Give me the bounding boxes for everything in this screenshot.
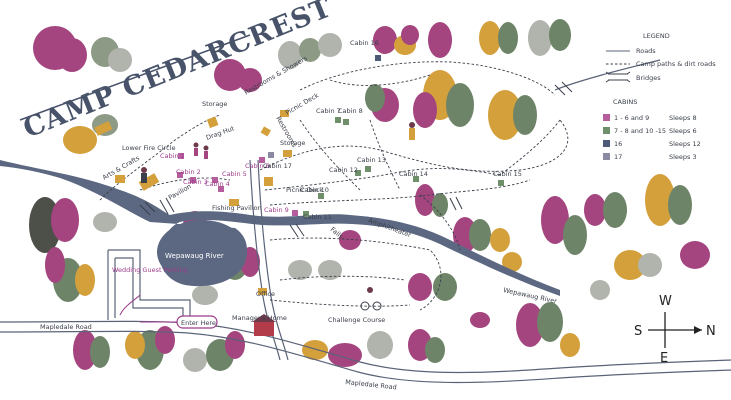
- cabin-label-15: Cabin 15: [493, 170, 522, 178]
- legend-range-1: 1 - 6 and 9: [614, 114, 649, 122]
- compass-north: N: [706, 324, 716, 339]
- cabin-labels: Cabin 1 Cabin 2 Cabin 3 Cabin 4 Cabin 5 …: [160, 39, 522, 221]
- cabin-label-7: Cabin 7: [316, 107, 341, 115]
- label-fishing-pavilion: Fishing Pavilion: [212, 204, 262, 212]
- legend-heading: LEGEND: [643, 32, 670, 40]
- legend-range-2: 7 - 8 and 10 -15: [614, 127, 666, 135]
- compass-east: E: [660, 351, 668, 366]
- tree-clusters: [29, 19, 710, 372]
- label-storage-2: Storage: [280, 139, 305, 147]
- legend-range-3: 16: [614, 140, 622, 148]
- cabin-label-16: Cabin 16: [350, 39, 379, 47]
- label-managers-home: Manager's Home: [232, 314, 287, 322]
- cabin-label-11: Cabin 11: [303, 213, 332, 221]
- label-mapledale-road-2: Mapledale Road: [345, 378, 397, 391]
- wepawaug-river: [0, 160, 560, 296]
- cabin-label-13: Cabin 13: [357, 156, 386, 164]
- cabin-label-6: Cabin 6: [245, 162, 270, 170]
- cabin-label-12: Cabin 12: [329, 166, 358, 174]
- cabin-markers: [177, 55, 504, 217]
- legend-sleeps-4: Sleeps 3: [669, 153, 697, 161]
- cabin-label-5: Cabin 5: [222, 170, 247, 178]
- camp-paths: [99, 61, 569, 311]
- cabin-label-3: Cabin 3: [183, 178, 208, 186]
- roads: [0, 59, 731, 384]
- cabin-label-10: Cabin 10: [300, 186, 329, 194]
- cabin-label-8: Cabin 8: [338, 107, 363, 115]
- compass-rose: W S N E: [634, 294, 716, 366]
- label-picnic-deck-1: Picnic Deck: [284, 91, 320, 117]
- legend-cabins-heading: CABINS: [613, 98, 637, 106]
- cabin-label-9: Cabin 9: [264, 206, 289, 214]
- label-office: Office: [256, 290, 275, 298]
- legend-sleeps-1: Sleeps 8: [669, 114, 697, 122]
- legend-swatch-4: [603, 153, 610, 160]
- label-picnic-deck-2: Picnic Deck: [286, 186, 323, 194]
- cabin-label-17: Cabin 17: [263, 162, 292, 170]
- legend: LEGEND Roads Camp paths & dirt roads Bri…: [603, 32, 716, 161]
- legend-bridges: Bridges: [636, 74, 661, 82]
- label-mapledale-road-1: Mapledale Road: [40, 323, 92, 331]
- label-wedding-guest-parking: Wedding Guest Parking: [112, 266, 188, 274]
- cabin-label-4: Cabin 4: [205, 180, 230, 188]
- legend-paths: Camp paths & dirt roads: [636, 60, 716, 68]
- compass-south: S: [634, 324, 642, 339]
- bridges: [139, 81, 573, 238]
- label-storage-1: Storage: [202, 100, 227, 108]
- buildings: [94, 110, 292, 336]
- legend-swatch-1: [603, 114, 610, 121]
- cabin-label-2: Cabin 2: [176, 168, 201, 176]
- label-lower-fire-circle: Lower Fire Circle: [122, 144, 175, 152]
- compass-west: W: [659, 294, 672, 309]
- label-challenge-course: Challenge Course: [328, 316, 385, 324]
- enter-here-label: Enter Here: [181, 319, 216, 327]
- enter-here-marker: Enter Here: [119, 294, 218, 329]
- label-wepawaug-river: Wepawaug River: [165, 252, 224, 260]
- legend-roads: Roads: [636, 47, 656, 55]
- legend-sleeps-3: Sleeps 12: [669, 140, 701, 148]
- legend-swatch-3: [603, 140, 610, 147]
- legend-swatch-2: [603, 127, 610, 134]
- legend-range-4: 17: [614, 153, 622, 161]
- cabin-label-14: Cabin 14: [399, 170, 428, 178]
- legend-sleeps-2: Sleeps 6: [669, 127, 697, 135]
- cabin-label-1: Cabin 1: [160, 152, 185, 160]
- campers-illustrations: [141, 122, 415, 311]
